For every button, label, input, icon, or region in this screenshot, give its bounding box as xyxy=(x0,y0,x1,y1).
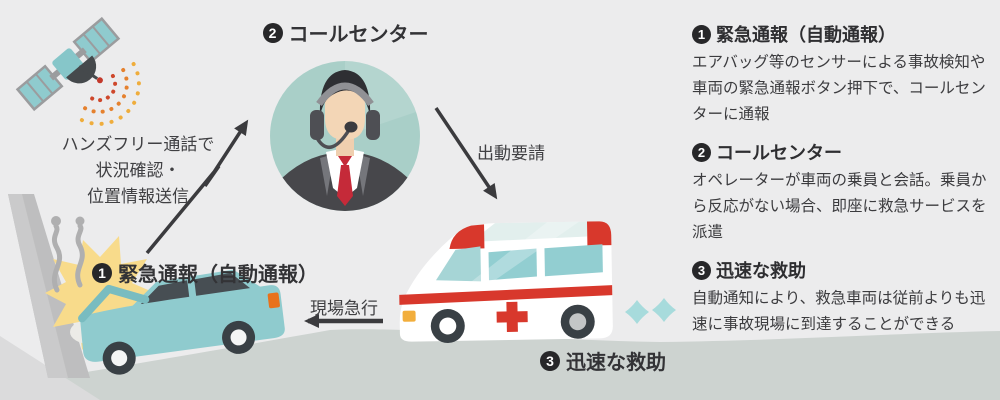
panel-section2-body: オペレーターが車両の乗員と会話。乗員から反応がない場合、即座に救急サービスを派遣 xyxy=(692,172,987,241)
satellite-icon xyxy=(15,16,121,112)
step3-label: 3 迅速な救助 xyxy=(540,346,666,375)
description-panel: 1 緊急通報（自動通報） エアバッグ等のセンサーによる事故検知や車両の緊急通報ボ… xyxy=(692,10,992,338)
panel-section1-badge: 1 xyxy=(692,24,711,44)
step1-label-text: 緊急通報（自動通報） xyxy=(118,264,318,286)
smoke-icon xyxy=(51,216,85,293)
panel-section3-body: 自動通知により、救急車両は従前よりも迅速に事故現場に到達することができる xyxy=(692,290,986,333)
handsfree-note: ハンズフリー通話で 状況確認・ 位置情報送信 xyxy=(38,132,238,210)
step2-label-text: コールセンター xyxy=(288,24,429,46)
step2-number-badge: 2 xyxy=(262,22,283,43)
arrow-to-call-center xyxy=(145,119,249,255)
step1-number-badge: 1 xyxy=(92,262,112,283)
ambulance-illustration xyxy=(399,221,613,344)
panel-section1-body: エアバッグ等のセンサーによる事故検知や車両の緊急通報ボタン押下で、コールセンター… xyxy=(692,54,986,123)
step3-number-badge: 3 xyxy=(540,350,560,371)
panel-section2-title: 2 コールセンター xyxy=(692,139,992,165)
handsfree-line-2: 状況確認・ xyxy=(95,161,181,180)
crashed-car-illustration xyxy=(78,269,285,375)
panel-section3-badge: 3 xyxy=(692,260,711,280)
radio-waves-icon xyxy=(77,62,141,126)
panel-section1-title-text: 緊急通報（自動通報） xyxy=(716,25,896,45)
step1-label: 1 緊急通報（自動通報） xyxy=(92,258,318,287)
red-cross-icon xyxy=(496,301,528,332)
arrow-dispatch xyxy=(434,107,498,200)
panel-section2-badge: 2 xyxy=(692,142,711,162)
dispatch-label: 出動要請 xyxy=(477,144,545,163)
handsfree-line-1: ハンズフリー通話で xyxy=(61,135,215,154)
handsfree-line-3: 位置情報送信 xyxy=(87,187,189,206)
rush-label: 現場急行 xyxy=(310,299,378,318)
panel-section3-title-text: 迅速な救助 xyxy=(716,261,806,281)
call-center-operator-avatar xyxy=(270,61,420,211)
panel-section2-title-text: コールセンター xyxy=(716,143,842,163)
step2-label: 2 コールセンター xyxy=(243,18,448,47)
utility-pole xyxy=(8,194,90,378)
speed-marks-icon xyxy=(625,298,676,324)
panel-section3-title: 3 迅速な救助 xyxy=(692,257,992,283)
panel-section1-title: 1 緊急通報（自動通報） xyxy=(692,21,992,47)
step3-label-text: 迅速な救助 xyxy=(566,352,666,374)
